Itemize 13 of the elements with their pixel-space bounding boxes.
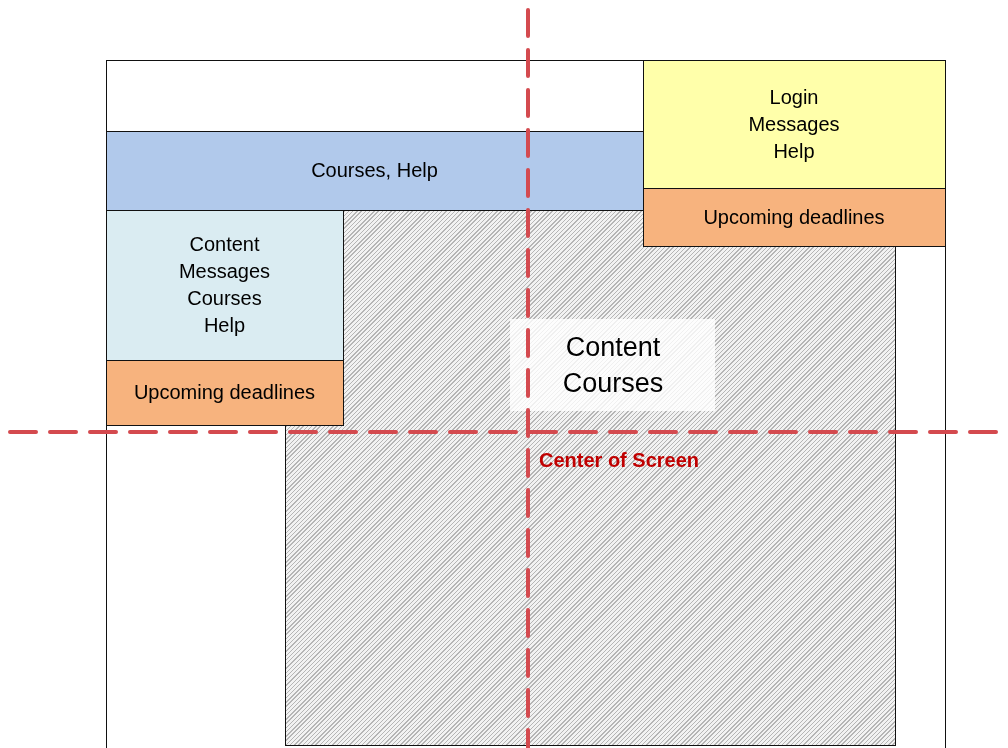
center-caption: Center of Screen (539, 449, 700, 472)
layout-region (642, 187, 946, 247)
region-label: Upcoming deadlines (132, 380, 317, 405)
region-label: Login Messages Help (747, 84, 841, 164)
layout-region (105, 209, 344, 361)
frame-box (106, 60, 946, 748)
layout-region (642, 59, 946, 189)
region-label: Content Courses (509, 318, 715, 411)
layout-region (105, 130, 644, 211)
region-label: Content Messages Courses Help (177, 232, 272, 338)
layout-region (105, 359, 344, 426)
region-label: Courses, Help (310, 158, 439, 183)
region-label: Upcoming deadlines (702, 204, 886, 230)
